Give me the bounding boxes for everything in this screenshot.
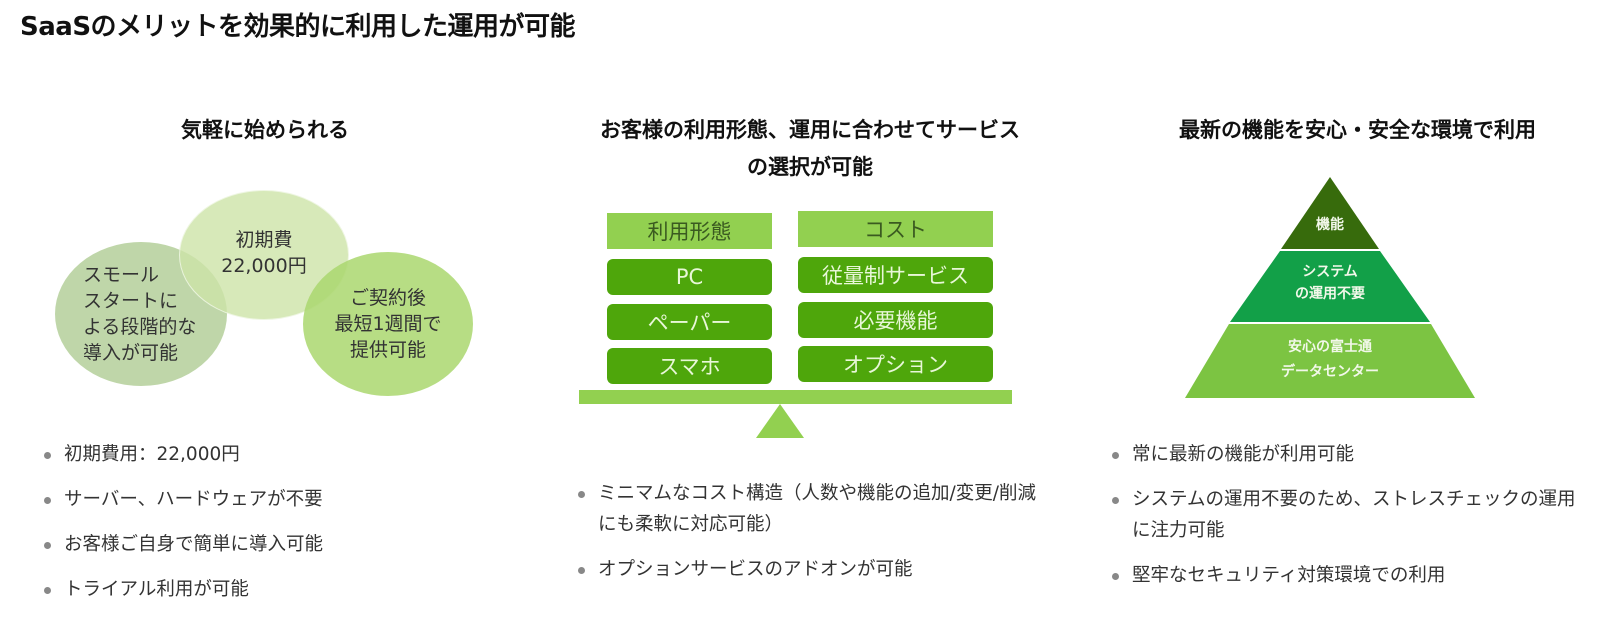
pyramid-label-system: システム の運用不要 xyxy=(1295,264,1365,302)
column-flexible-service: お客様の利用形態、運用に合わせてサービス の選択が可能 利用形態 PC ペーパー… xyxy=(540,0,1080,628)
balance-right-item: 従量制サービス xyxy=(798,257,993,293)
pyramid-tier-bottom xyxy=(1185,324,1475,398)
page-title: SaaSのメリットを効果的に利用した運用が可能 xyxy=(20,12,576,42)
pyramid-label-datacenter: 安心の富士通 データセンター xyxy=(1281,339,1379,380)
list-item: トライアル利用が可能 xyxy=(42,574,323,605)
balance-left-item: PC xyxy=(607,259,772,295)
list-item: サーバー、ハードウェアが不要 xyxy=(42,484,323,515)
pyramid-tier-top xyxy=(1281,177,1379,249)
balance-right-item: 必要機能 xyxy=(798,302,993,338)
list-item: 初期費用：22,000円 xyxy=(42,439,323,470)
list-item: お客様ご自身で簡単に導入可能 xyxy=(42,529,323,560)
list-item: 堅牢なセキュリティ対策環境での利用 xyxy=(1110,560,1580,591)
venn-circle-fast-delivery: ご契約後 最短1週間で 提供可能 xyxy=(303,252,473,396)
pyramid-label-function: 機能 xyxy=(1316,217,1344,233)
column-heading: 気軽に始められる xyxy=(181,118,349,142)
balance-left-item: スマホ xyxy=(607,348,772,384)
list-item: ミニマムなコスト構造（人数や機能の追加/変更/削減にも柔軟に対応可能） xyxy=(576,478,1046,540)
list-item: システムの運用不要のため、ストレスチェックの運用に注力可能 xyxy=(1110,484,1580,546)
balance-left-header: 利用形態 xyxy=(607,213,772,249)
balance-beam xyxy=(579,390,1012,404)
column-secure-latest: 最新の機能を安心・安全な環境で利用 機能 システム の運用不要 安心の富士通 デ… xyxy=(1080,0,1615,628)
balance-right-item: オプション xyxy=(798,346,993,382)
column-heading: 最新の機能を安心・安全な環境で利用 xyxy=(1179,118,1536,142)
column-easy-start: 気軽に始められる スモール スタートに よる段階的な 導入が可能 初期費 22,… xyxy=(0,0,540,628)
bullet-list: 常に最新の機能が利用可能 システムの運用不要のため、ストレスチェックの運用に注力… xyxy=(1110,439,1580,605)
list-item: オプションサービスのアドオンが可能 xyxy=(576,554,1046,585)
balance-right-header: コスト xyxy=(798,211,993,247)
pyramid-diagram: 機能 システム の運用不要 安心の富士通 データセンター xyxy=(1185,177,1475,398)
balance-fulcrum-icon xyxy=(756,404,804,438)
column-heading: お客様の利用形態、運用に合わせてサービス の選択が可能 xyxy=(600,118,1020,179)
list-item: 常に最新の機能が利用可能 xyxy=(1110,439,1580,470)
bullet-list: ミニマムなコスト構造（人数や機能の追加/変更/削減にも柔軟に対応可能） オプショ… xyxy=(576,478,1046,599)
balance-left-item: ペーパー xyxy=(607,304,772,340)
pyramid-shape xyxy=(1185,177,1475,398)
pyramid-tier-middle xyxy=(1230,251,1430,322)
bullet-list: 初期費用：22,000円 サーバー、ハードウェアが不要 お客様ご自身で簡単に導入… xyxy=(42,439,323,619)
